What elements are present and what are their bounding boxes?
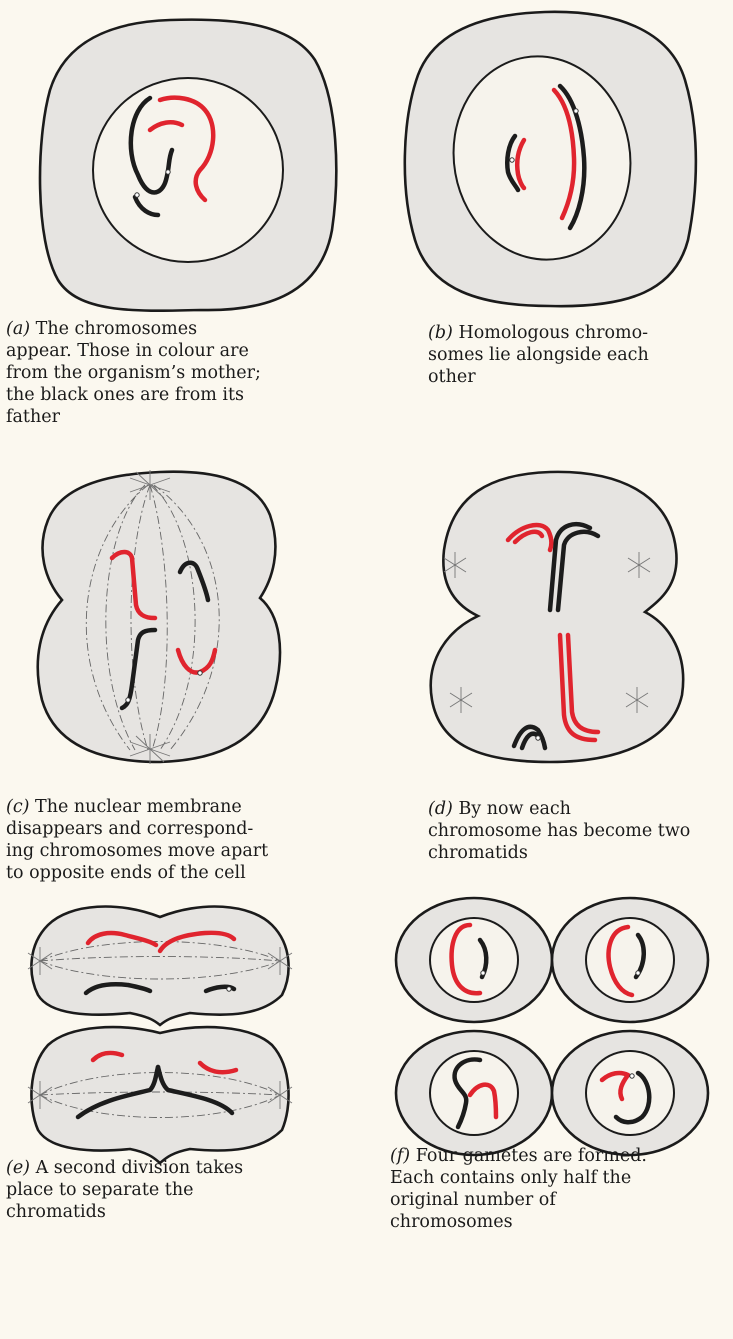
nucleus bbox=[430, 918, 518, 1002]
caption-c: (c) The nuclear membrane disappears and … bbox=[6, 796, 346, 884]
centromere bbox=[536, 736, 540, 740]
caption-f: (f) Four gametes are formed. Each contai… bbox=[390, 1145, 730, 1233]
caption-line: By now each bbox=[458, 799, 571, 819]
caption-label: (b) bbox=[428, 323, 453, 343]
panel-d: (d) By now each chromosome has become tw… bbox=[370, 450, 733, 890]
centromere bbox=[126, 698, 130, 702]
caption-d: (d) By now each chromosome has become tw… bbox=[428, 798, 728, 864]
caption-line: appear. Those in colour are bbox=[6, 341, 249, 361]
caption-label: (a) bbox=[6, 319, 30, 339]
centromere bbox=[198, 671, 202, 675]
centromere bbox=[636, 971, 640, 975]
centromere bbox=[135, 193, 139, 197]
cell-diagram-c bbox=[0, 450, 360, 790]
caption-label: (c) bbox=[6, 797, 29, 817]
centromere bbox=[481, 971, 485, 975]
panel-b: (b) Homologous chromo- somes lie alongsi… bbox=[370, 0, 733, 440]
cell-diagram-d bbox=[370, 450, 733, 790]
panel-a: (a) The chromosomes appear. Those in col… bbox=[0, 0, 360, 440]
caption-a: (a) The chromosomes appear. Those in col… bbox=[6, 318, 336, 428]
caption-line: Each contains only half the bbox=[390, 1168, 631, 1188]
caption-line: chromosomes bbox=[390, 1212, 513, 1232]
caption-line: ing chromosomes move apart bbox=[6, 841, 268, 861]
nucleus bbox=[93, 78, 283, 262]
caption-line: original number of bbox=[390, 1190, 556, 1210]
caption-e: (e) A second division takes place to sep… bbox=[6, 1157, 346, 1223]
caption-label: (f) bbox=[390, 1146, 410, 1166]
cell-diagram-b bbox=[370, 0, 733, 310]
caption-line: The chromosomes bbox=[36, 319, 197, 339]
caption-line: disappears and correspond- bbox=[6, 819, 253, 839]
cell-diagram-f bbox=[370, 895, 733, 1175]
cell-membrane bbox=[431, 472, 683, 762]
cell-membrane bbox=[31, 907, 288, 1025]
caption-line: somes lie alongside each bbox=[428, 345, 649, 365]
centromere bbox=[630, 1074, 634, 1078]
caption-b: (b) Homologous chromo- somes lie alongsi… bbox=[428, 322, 728, 388]
centromere bbox=[227, 987, 231, 991]
caption-line: from the organism’s mother; bbox=[6, 363, 261, 383]
cell-membrane bbox=[31, 1027, 288, 1163]
caption-line: Homologous chromo- bbox=[458, 323, 648, 343]
centromere bbox=[574, 109, 578, 113]
panel-c: (c) The nuclear membrane disappears and … bbox=[0, 450, 360, 890]
caption-line: to opposite ends of the cell bbox=[6, 863, 246, 883]
caption-line: The nuclear membrane bbox=[35, 797, 242, 817]
caption-line: father bbox=[6, 407, 60, 427]
caption-line: chromosome has become two bbox=[428, 821, 690, 841]
caption-line: chromatids bbox=[428, 843, 528, 863]
caption-line: other bbox=[428, 367, 476, 387]
caption-line: A second division takes bbox=[36, 1158, 244, 1178]
caption-line: chromatids bbox=[6, 1202, 106, 1222]
centromere bbox=[166, 170, 170, 174]
panel-f: (f) Four gametes are formed. Each contai… bbox=[370, 895, 733, 1339]
caption-line: the black ones are from its bbox=[6, 385, 244, 405]
caption-line: place to separate the bbox=[6, 1180, 193, 1200]
cell-membrane bbox=[38, 472, 280, 762]
centromere bbox=[510, 158, 514, 162]
caption-label: (d) bbox=[428, 799, 453, 819]
cell-diagram-a bbox=[0, 0, 360, 310]
nucleus bbox=[586, 918, 674, 1002]
caption-label: (e) bbox=[6, 1158, 30, 1178]
panel-e: (e) A second division takes place to sep… bbox=[0, 895, 360, 1339]
caption-line: Four gametes are formed. bbox=[416, 1146, 647, 1166]
